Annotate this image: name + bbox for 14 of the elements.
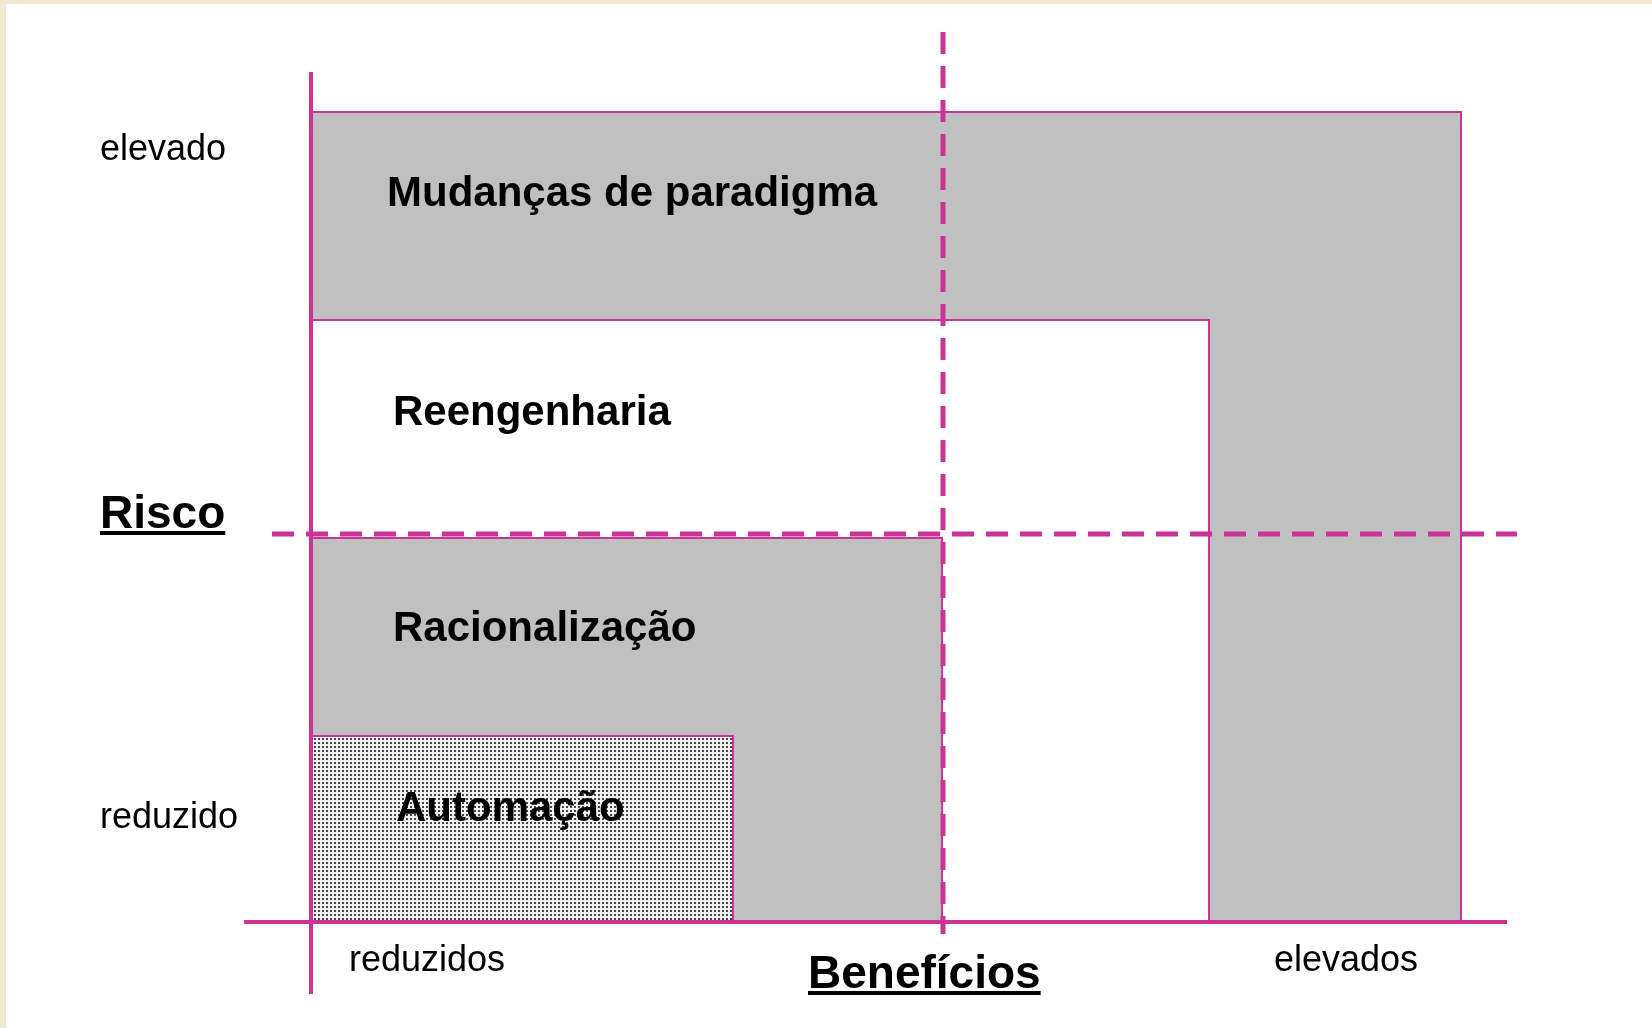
quadrant-title: Mudanças de paradigma bbox=[387, 168, 878, 216]
axis-tick-label: reduzidos bbox=[349, 938, 506, 980]
quadrant-title: Racionalização bbox=[393, 603, 697, 651]
axis-title: Risco bbox=[100, 485, 226, 539]
axis-tick-label: elevado bbox=[100, 127, 227, 169]
quadrant-box bbox=[311, 537, 943, 922]
quadrant-box bbox=[311, 735, 734, 922]
axis-tick-label: reduzido bbox=[100, 795, 239, 837]
axis-title: Benefícios bbox=[808, 945, 1041, 999]
quadrant-box bbox=[311, 111, 1462, 922]
axis-tick-label: elevados bbox=[1274, 938, 1419, 980]
quadrant-box bbox=[311, 319, 1210, 922]
quadrant-title: Automação bbox=[396, 783, 625, 831]
quadrant-title: Reengenharia bbox=[393, 387, 671, 435]
